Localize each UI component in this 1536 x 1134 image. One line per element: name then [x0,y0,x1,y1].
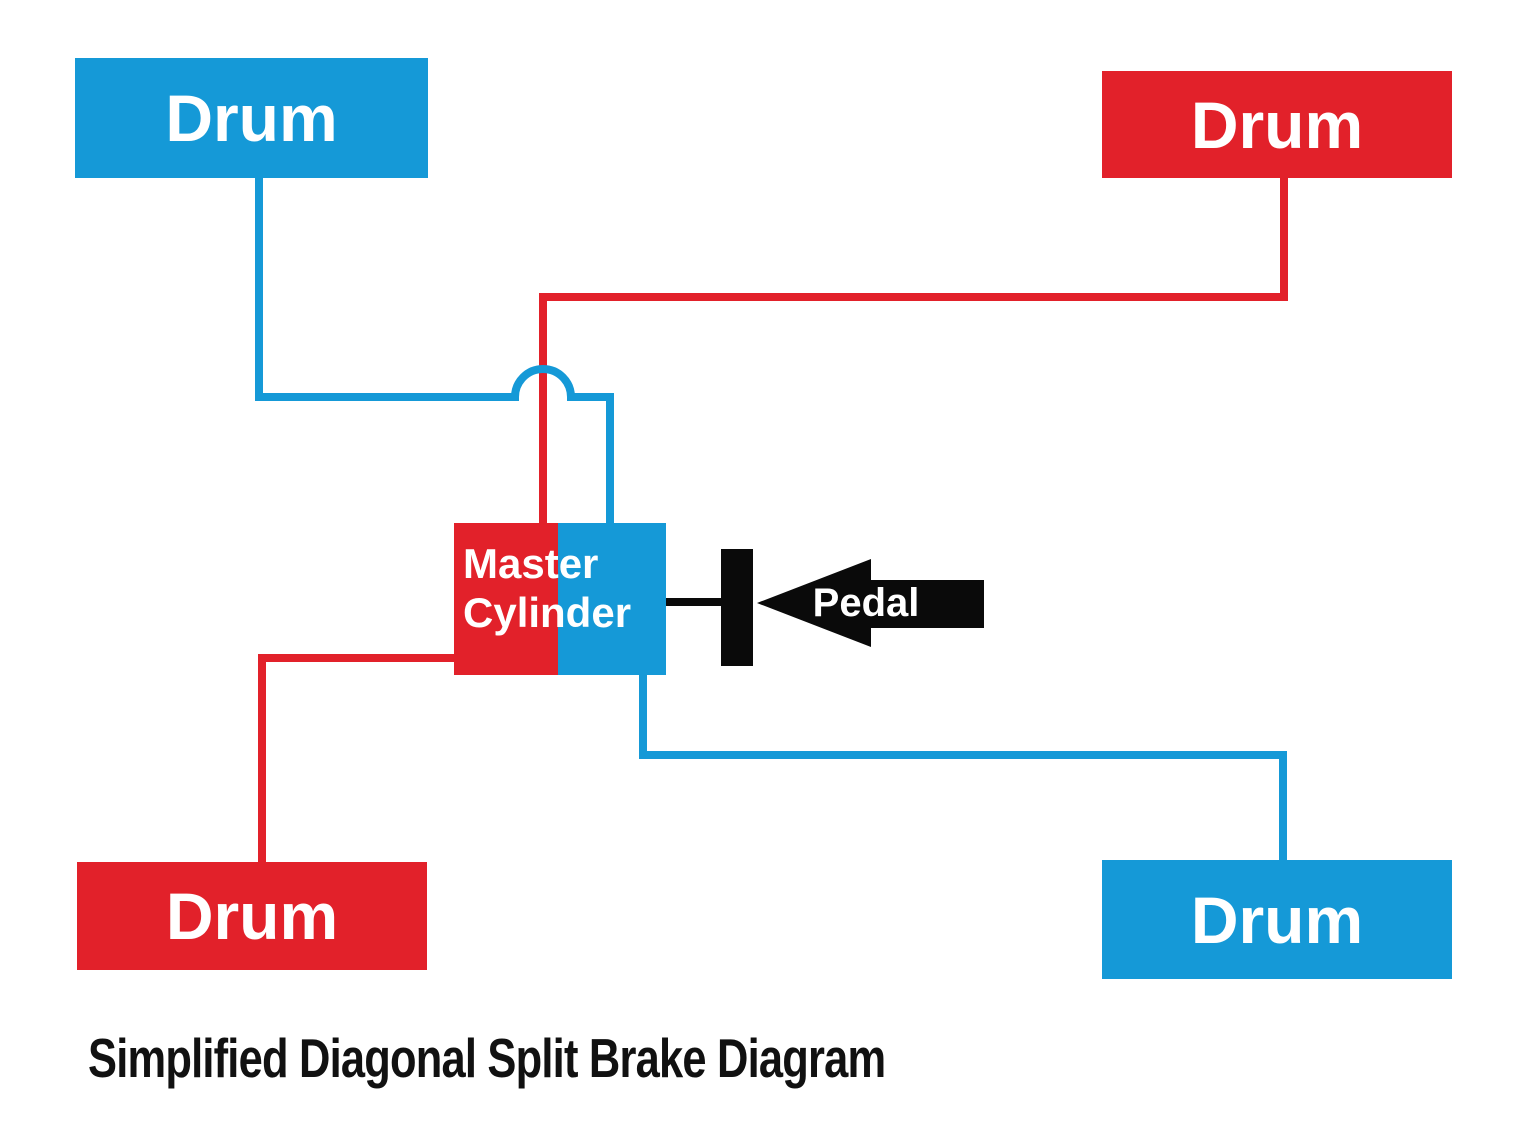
pedal-bar [721,549,753,666]
drum-box-rear-left: Drum [77,862,427,970]
brake-line-blue-front-left-with-bridge [255,174,614,527]
pedal-label: Pedal [812,580,920,625]
drum-label: Drum [1190,882,1364,957]
drum-label: Drum [1190,87,1364,162]
drum-label: Drum [165,879,339,953]
drum-box-front-left: Drum [75,58,428,178]
master-cylinder-blue-half [558,523,666,675]
drum-box-front-right: Drum [1102,71,1452,178]
brake-line-blue-rear-right [639,671,1287,864]
brake-line-red-rear-left [258,654,460,866]
brake-line-red-front-right [539,171,1288,527]
master-cylinder: Master Cylinder [454,523,666,675]
master-cylinder-label: Master Cylinder [463,540,632,636]
drum-box-rear-right: Drum [1102,860,1452,979]
master-cylinder-red-half [454,523,558,675]
pedal-arrow-icon [757,559,984,647]
diagram-caption: Simplified Diagonal Split Brake Diagram [88,1027,886,1089]
drum-label: Drum [165,81,338,155]
